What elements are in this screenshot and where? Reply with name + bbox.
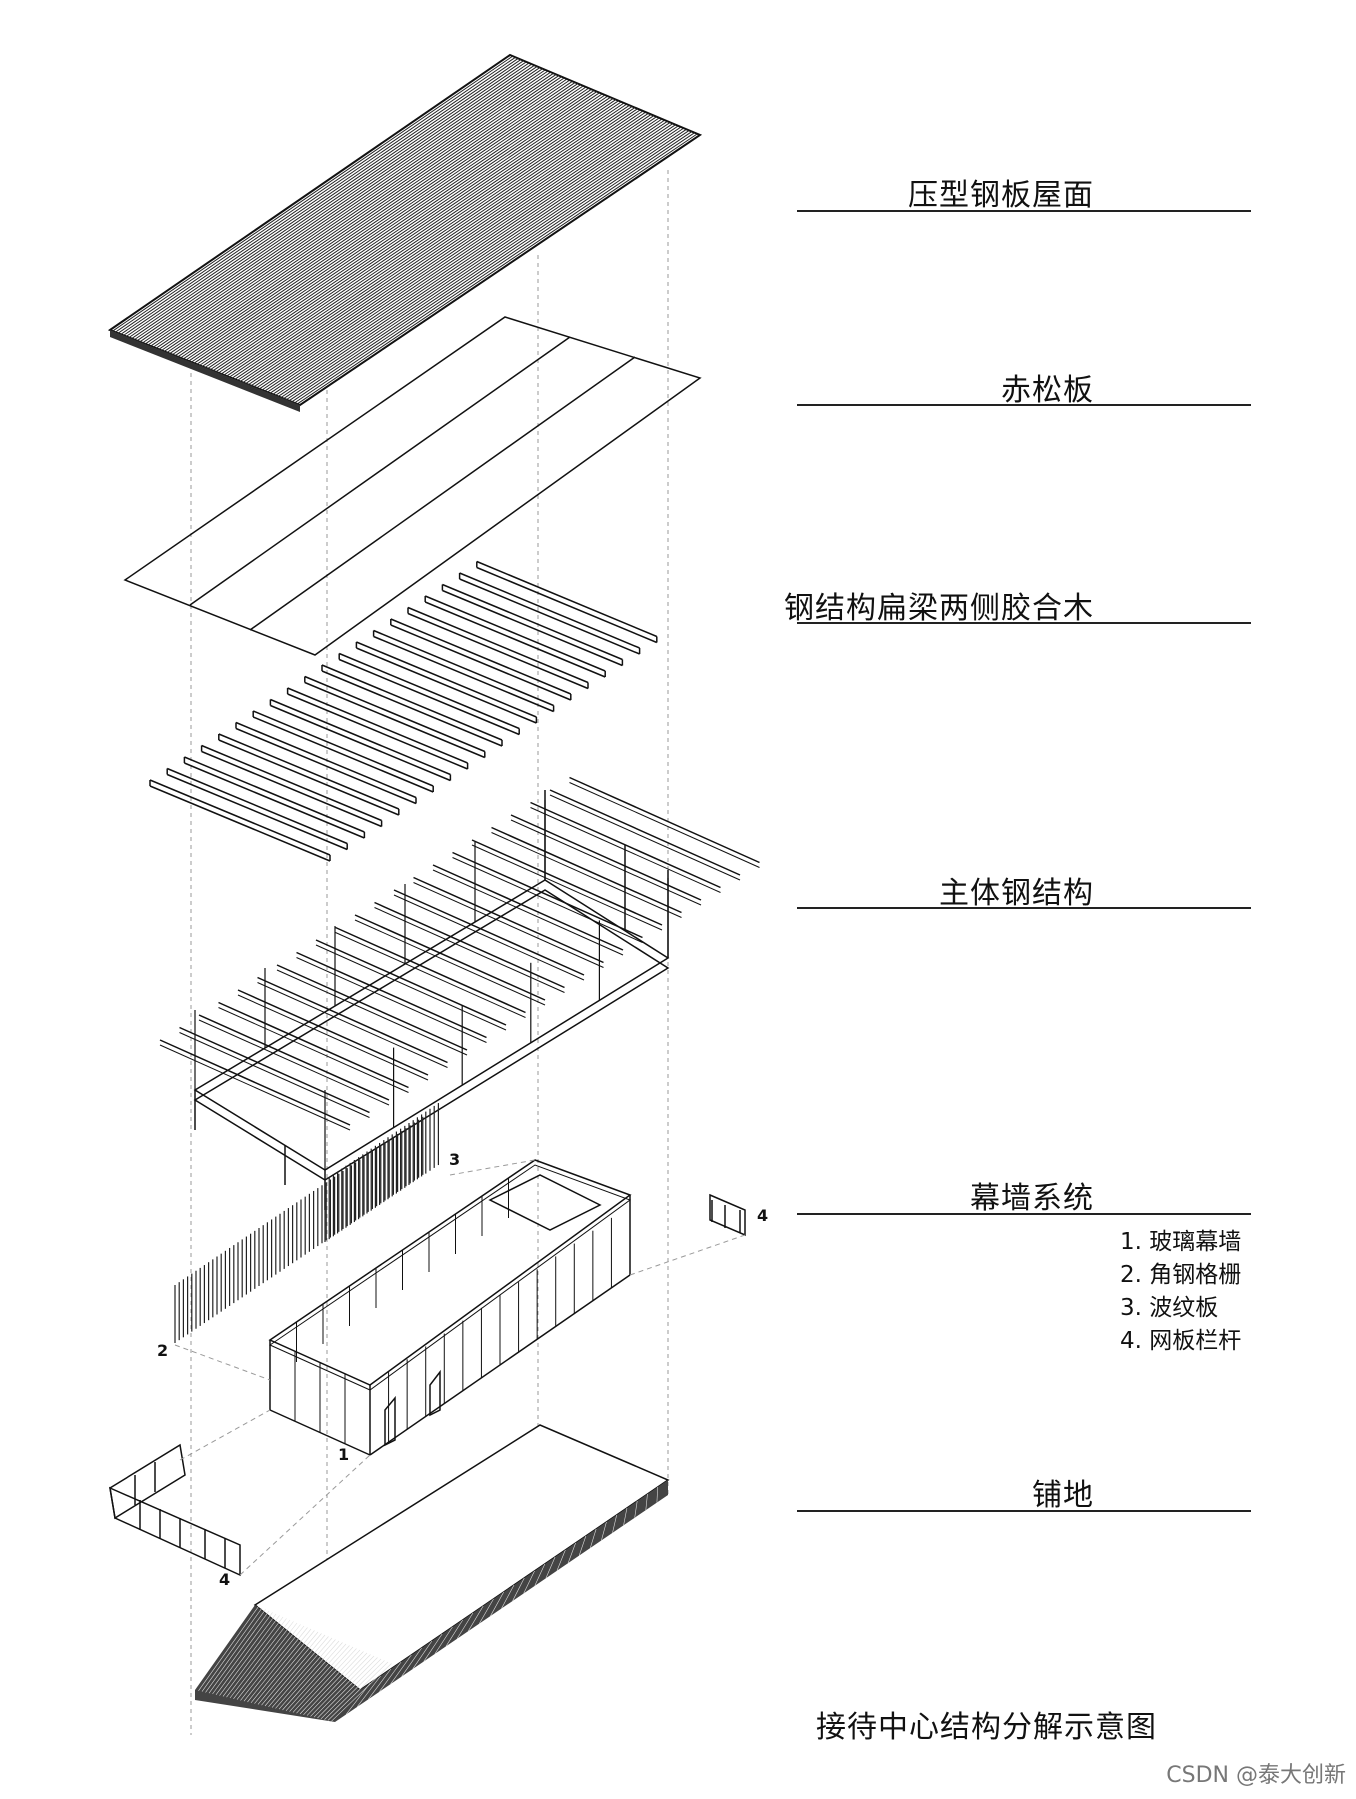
glulam-beam: [407, 606, 589, 690]
glulam-beam: [235, 721, 417, 805]
glulam-beam: [304, 675, 486, 759]
watermark: CSDN @泰大创新: [1166, 1763, 1346, 1788]
alignment-lines: [190, 170, 669, 1735]
rule-roof: [797, 210, 1251, 212]
glulam-beam: [458, 572, 641, 655]
callout-4-right: 4: [757, 1206, 769, 1225]
rule-glulam-beams: [797, 622, 1251, 624]
main-steel-layer: [159, 776, 760, 1210]
curtain-wall-layer: [109, 1103, 746, 1577]
curtain-wall-item-list: 1. 玻璃幕墙 2. 角钢格栅 3. 波纹板 4. 网板栏杆: [1120, 1226, 1241, 1358]
rule-main-steel: [797, 907, 1251, 909]
glulam-beam: [183, 756, 366, 839]
label-curtain-wall: 幕墙系统: [970, 1181, 1094, 1216]
glulam-beam: [252, 710, 434, 793]
glulam-beam: [149, 779, 331, 862]
glulam-beam: [441, 583, 624, 667]
railing-bottom-left: [109, 1443, 241, 1577]
glulam-beam: [218, 733, 400, 816]
glulam-beam: [372, 629, 555, 713]
paving-layer: [195, 1424, 670, 1722]
callout-3: 3: [449, 1150, 461, 1169]
glulam-beam: [321, 664, 503, 747]
label-glulam-beams: 钢结构扁梁两侧胶合木: [784, 591, 1094, 626]
diagram-caption: 接待中心结构分解示意图: [816, 1710, 1157, 1745]
glulam-beam: [355, 641, 538, 724]
glulam-beam: [200, 744, 383, 828]
roof-layer: [107, 53, 703, 412]
curtain-wall-item: 1. 玻璃幕墙: [1120, 1229, 1242, 1255]
curtain-wall-item: 3. 波纹板: [1120, 1295, 1219, 1321]
curtain-wall-item: 4. 网板栏杆: [1120, 1328, 1242, 1354]
glulam-beam: [166, 767, 348, 851]
pine-board-layer: [123, 316, 702, 656]
rule-pine-board: [797, 404, 1251, 406]
glulam-beam-layer: [149, 560, 658, 862]
callout-4-left: 4: [219, 1570, 231, 1589]
glulam-beam: [269, 698, 452, 782]
glulam-beam: [338, 652, 520, 736]
callout-1: 1: [338, 1445, 350, 1464]
label-roof: 压型钢板屋面: [908, 178, 1094, 213]
label-pine-board: 赤松板: [1001, 373, 1094, 408]
rule-curtain-wall: [797, 1213, 1251, 1215]
callout-2: 2: [157, 1341, 169, 1360]
rule-paving: [797, 1510, 1251, 1512]
glulam-beam: [286, 687, 469, 770]
glulam-beam: [390, 618, 572, 701]
curtain-wall-item: 2. 角钢格栅: [1120, 1262, 1242, 1288]
label-main-steel: 主体钢结构: [939, 876, 1094, 911]
glulam-beam: [424, 595, 606, 678]
railing-top-right: [709, 1193, 746, 1237]
glulam-beam: [476, 560, 658, 644]
label-paving: 铺地: [1032, 1478, 1094, 1513]
